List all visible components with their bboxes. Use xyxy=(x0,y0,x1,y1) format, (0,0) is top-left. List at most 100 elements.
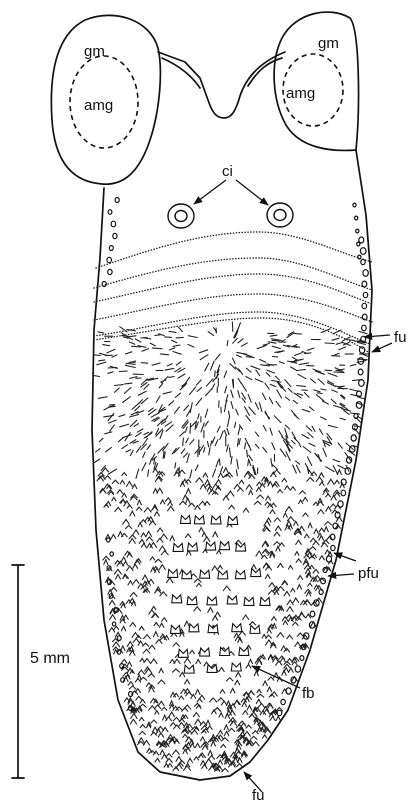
filiform-papilla xyxy=(160,534,167,539)
filiform-papilla xyxy=(291,589,295,592)
filiform-papilla xyxy=(230,364,236,370)
filiform-papilla xyxy=(322,401,328,404)
filiform-papilla xyxy=(262,393,266,400)
marginal-papilla xyxy=(112,622,115,626)
filiform-papilla xyxy=(190,423,191,433)
filiform-papilla xyxy=(200,355,208,360)
filiform-papilla xyxy=(173,643,179,647)
filiform-papilla xyxy=(297,386,306,387)
filiform-papilla xyxy=(204,447,205,452)
filiform-papilla xyxy=(289,668,294,672)
filiform-papilla xyxy=(175,463,176,468)
marginal-papilla xyxy=(310,611,315,617)
filiform-papilla xyxy=(277,390,282,398)
filiform-papilla xyxy=(127,505,132,508)
filiform-papilla xyxy=(248,660,252,664)
filiform-papilla xyxy=(144,384,149,389)
filiform-papilla xyxy=(115,560,120,564)
filiform-papilla xyxy=(272,465,277,470)
filiform-papilla xyxy=(142,463,146,471)
filiform-papilla xyxy=(196,478,203,482)
transverse-band-2 xyxy=(94,258,372,290)
filiform-papilla xyxy=(186,480,191,483)
filiform-papilla xyxy=(129,686,136,689)
filiform-papilla xyxy=(138,670,145,674)
filiform-papilla xyxy=(210,698,217,702)
filiform-papilla xyxy=(299,442,301,447)
filiform-papilla xyxy=(297,370,306,371)
filiform-papilla xyxy=(114,385,123,386)
filiform-papilla xyxy=(139,732,145,735)
filiform-papilla xyxy=(310,547,316,550)
filiform-papilla xyxy=(241,343,247,346)
filiform-papilla xyxy=(243,692,249,695)
filiform-papilla xyxy=(144,338,151,339)
filiform-papilla xyxy=(255,403,258,410)
filiform-papilla xyxy=(140,725,145,728)
marginal-papilla xyxy=(107,257,112,262)
filiform-papilla xyxy=(99,360,105,361)
filiform-papilla xyxy=(282,670,286,675)
fungiform-papillae-band xyxy=(168,515,270,673)
filiform-papilla xyxy=(248,460,249,466)
filiform-papilla xyxy=(291,617,297,621)
filiform-papilla xyxy=(205,484,211,487)
filiform-papilla xyxy=(307,348,314,350)
filiform-papilla xyxy=(147,748,152,752)
marginal-papilla xyxy=(362,281,367,287)
filiform-papilla xyxy=(332,338,339,340)
filiform-papilla xyxy=(179,470,185,474)
filiform-papilla xyxy=(218,731,222,734)
filiform-papilla xyxy=(141,363,147,364)
filiform-papilla xyxy=(293,622,299,625)
filiform-papilla xyxy=(127,566,133,571)
filiform-papilla xyxy=(159,701,164,705)
filiform-papilla xyxy=(285,380,291,387)
filiform-papilla xyxy=(234,700,240,704)
fungiform-papilla xyxy=(182,571,192,579)
filiform-papilla xyxy=(138,391,146,395)
filiform-papilla xyxy=(267,687,272,692)
filiform-papilla xyxy=(208,608,213,613)
filiform-papilla xyxy=(237,764,243,767)
filiform-papilla xyxy=(246,725,251,728)
filiform-papilla xyxy=(129,539,135,544)
filiform-papilla xyxy=(112,497,116,501)
fungiform-papilla xyxy=(194,516,204,524)
filiform-papilla xyxy=(251,736,258,739)
filiform-papilla xyxy=(231,390,233,397)
filiform-papilla xyxy=(233,358,236,364)
filiform-papilla xyxy=(133,580,139,584)
filiform-papilla xyxy=(257,694,264,697)
label-ci: ci xyxy=(222,163,233,180)
filiform-papilla xyxy=(234,484,240,488)
filiform-papilla xyxy=(173,345,180,346)
filiform-papilla xyxy=(272,380,281,382)
filiform-papilla xyxy=(227,678,234,681)
marginal-papilla xyxy=(356,229,359,233)
filiform-papilla xyxy=(283,621,287,625)
filiform-papilla xyxy=(162,727,168,731)
filiform-papilla xyxy=(333,330,341,334)
filiform-papilla xyxy=(160,354,168,355)
fungiform-papilla xyxy=(260,597,270,605)
filiform-papilla xyxy=(293,598,298,602)
filiform-papilla xyxy=(180,432,185,436)
filiform-papilla xyxy=(326,494,331,497)
filiform-papilla xyxy=(275,376,279,380)
filiform-papilla xyxy=(96,449,101,453)
filiform-papilla xyxy=(225,714,229,719)
filiform-papilla xyxy=(127,662,132,667)
filiform-papilla xyxy=(311,379,316,383)
filiform-papilla xyxy=(133,639,139,643)
filiform-papilla xyxy=(123,575,129,578)
filiform-papilla xyxy=(272,346,280,348)
filiform-papilla xyxy=(166,498,172,502)
filiform-papilla xyxy=(144,432,149,434)
filiform-papilla xyxy=(133,530,139,535)
filiform-papilla xyxy=(306,426,312,431)
filiform-papilla xyxy=(314,390,320,392)
filiform-papilla xyxy=(331,399,336,404)
filiform-papilla xyxy=(243,711,248,715)
